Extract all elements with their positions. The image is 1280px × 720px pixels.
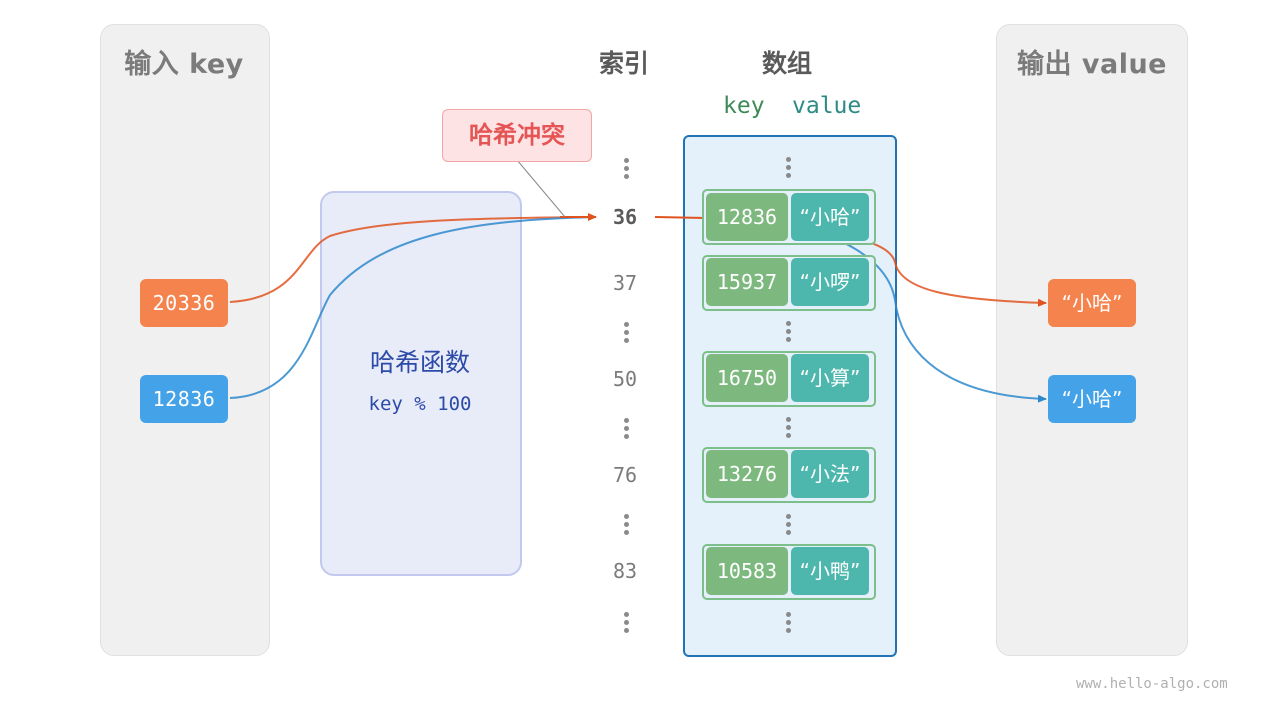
input-key-20336: 20336 <box>140 279 228 327</box>
bucket-value: “小法” <box>791 450 869 498</box>
bucket-value: “小哈” <box>791 193 869 241</box>
bucket-value: “小鸭” <box>791 547 869 595</box>
index-ellipsis-icon <box>624 418 630 439</box>
output-panel <box>996 24 1188 656</box>
bucket-key: 12836 <box>706 193 788 241</box>
index-ellipsis-icon <box>624 322 630 343</box>
array-ellipsis-icon <box>786 612 792 633</box>
input-panel-title: 输入 key <box>124 49 244 80</box>
bucket-key: 10583 <box>706 547 788 595</box>
line-20336-to-index <box>229 216 597 303</box>
line-index-to-bucket <box>654 216 707 219</box>
line-12836-to-index <box>229 216 597 399</box>
index-37: 37 <box>612 271 638 295</box>
bucket-key: 13276 <box>706 450 788 498</box>
array-ellipsis-icon <box>786 157 792 178</box>
array-header: 数组 <box>762 49 813 78</box>
index-50: 50 <box>612 367 638 391</box>
hash-function-box <box>320 191 522 576</box>
output-value-1: “小哈” <box>1048 279 1136 327</box>
index-header: 索引 <box>599 49 650 78</box>
collision-pointer <box>516 159 566 218</box>
bucket-value: “小啰” <box>791 258 869 306</box>
index-ellipsis-icon <box>624 158 630 179</box>
key-column-label: key <box>723 93 765 119</box>
output-value-2: “小哈” <box>1048 375 1136 423</box>
bucket-value: “小算” <box>791 354 869 402</box>
bucket-key: 15937 <box>706 258 788 306</box>
value-column-label: value <box>792 93 862 119</box>
input-key-12836: 12836 <box>140 375 228 423</box>
array-ellipsis-icon <box>786 417 792 438</box>
bucket-key: 16750 <box>706 354 788 402</box>
array-ellipsis-icon <box>786 321 792 342</box>
hash-collision-label: 哈希冲突 <box>442 109 592 162</box>
index-ellipsis-icon <box>624 514 630 535</box>
index-76: 76 <box>612 463 638 487</box>
index-83: 83 <box>612 559 638 583</box>
input-panel <box>100 24 270 656</box>
hash-function-title: 哈希函数 <box>369 348 470 377</box>
output-panel-title: 输出 value <box>1016 49 1167 80</box>
index-ellipsis-icon <box>624 612 630 633</box>
array-ellipsis-icon <box>786 514 792 535</box>
hash-function-formula: key % 100 <box>368 393 472 415</box>
watermark: www.hello-algo.com <box>1076 676 1228 692</box>
index-36: 36 <box>612 205 638 229</box>
